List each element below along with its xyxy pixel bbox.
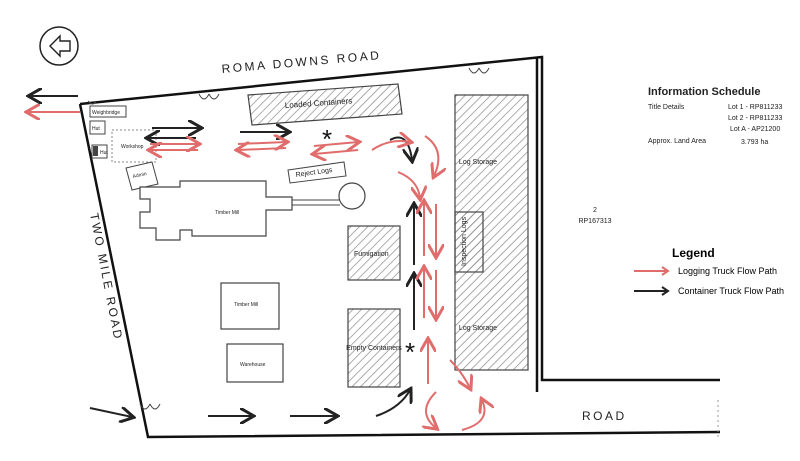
loaded-containers-building xyxy=(247,83,403,126)
red-arrow-icon xyxy=(634,266,670,276)
title-details-label: Title Details xyxy=(648,104,685,111)
lot-2-value: Lot 2 - RP811233 xyxy=(728,115,783,122)
legend-item-logging: Logging Truck Flow Path xyxy=(632,266,777,276)
log-storage-label: Log Storage xyxy=(459,159,497,166)
weighbridge-building xyxy=(89,105,127,118)
north-arrow-icon xyxy=(39,26,79,66)
logging-truck-arrows xyxy=(28,112,485,430)
warehouse-label: Warehouse xyxy=(240,362,266,368)
empty-containers-building xyxy=(347,308,401,388)
fumigation-label: Fumigation xyxy=(354,251,389,258)
asterisk-marker: * * xyxy=(322,124,415,367)
land-area-value: 3.793 ha xyxy=(741,139,769,146)
inspection-logs-building xyxy=(454,211,484,273)
log-storage-label-2: Log Storage xyxy=(459,325,497,332)
lot-rp-label: RP167313 xyxy=(578,218,611,225)
timber-mill-2-building xyxy=(220,282,280,330)
road-label-top: ROMA DOWNS ROAD xyxy=(221,48,382,76)
lot-number-label: 2 xyxy=(593,207,597,214)
gate-icon xyxy=(87,67,490,410)
workshop-label: Workshop xyxy=(121,144,144,150)
admin-building xyxy=(125,161,159,191)
info-schedule-title: Information Schedule xyxy=(648,86,761,98)
timber-mill-label: Timber Mill xyxy=(215,210,239,216)
black-arrow-icon xyxy=(634,286,670,296)
svg-text:*: * xyxy=(405,337,415,367)
inspection-logs-label: Inspection Logs xyxy=(461,216,468,266)
legend-label-logging: Logging Truck Flow Path xyxy=(678,266,778,276)
lot-1-value: Lot 1 - RP811233 xyxy=(728,104,783,111)
site-boundary xyxy=(78,55,721,439)
hut-label: Hut xyxy=(92,126,100,132)
reject-logs-building xyxy=(287,161,347,184)
hut-label-2: Hut xyxy=(100,150,108,156)
weighbridge-label: Weighbridge xyxy=(92,110,120,116)
legend-title: Legend xyxy=(672,246,715,260)
warehouse-building xyxy=(226,343,284,383)
road-label-bottom: ROAD xyxy=(582,409,627,423)
lot-a-value: Lot A - AP21200 xyxy=(730,126,781,133)
legend: Legend Logging Truck Flow Path Container… xyxy=(632,246,800,316)
legend-item-container: Container Truck Flow Path xyxy=(632,286,784,296)
land-area-label: Approx. Land Area xyxy=(648,138,706,145)
admin-label: Admin xyxy=(132,171,147,180)
svg-text:*: * xyxy=(322,124,332,154)
hut-building xyxy=(89,120,108,159)
timber-mill-building xyxy=(139,180,366,241)
fumigation-building xyxy=(347,225,401,281)
legend-label-container: Container Truck Flow Path xyxy=(678,286,785,296)
timber-mill-2-label: Timber Mill xyxy=(234,302,258,308)
empty-containers-label: Empty Containers xyxy=(346,345,402,352)
